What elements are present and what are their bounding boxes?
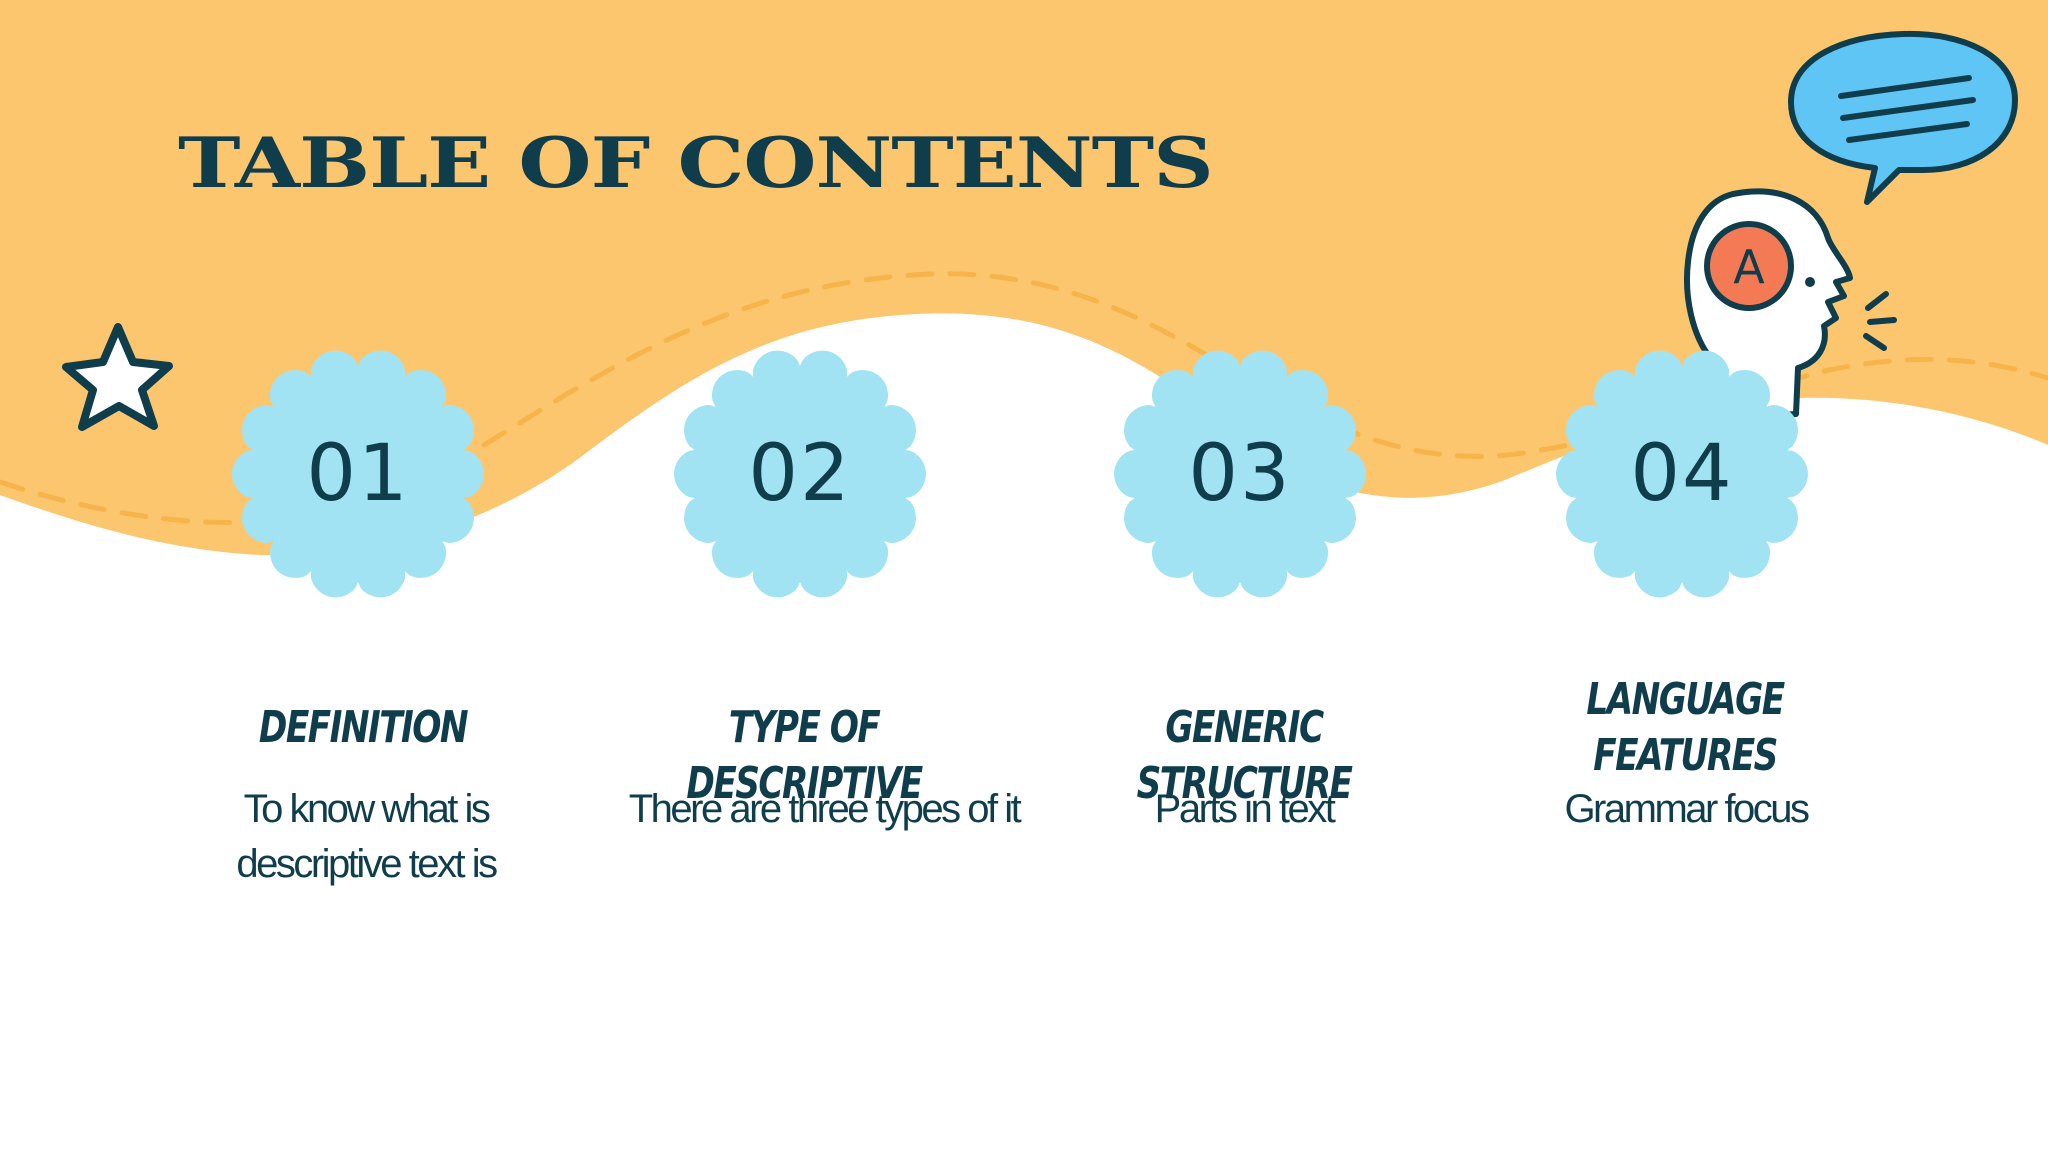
speaking-head-icon: A bbox=[1684, 188, 1897, 421]
item-description-01: To know what is descriptive text is bbox=[236, 787, 498, 886]
orange-wave-shape bbox=[0, 0, 2048, 556]
item-title-04: LANGUAGE FEATURES bbox=[1586, 674, 1785, 781]
badge-03: 03 bbox=[1104, 338, 1376, 610]
badge-02: 02 bbox=[664, 338, 936, 610]
badge-shape bbox=[1556, 350, 1808, 598]
badge-shape bbox=[232, 350, 484, 598]
speech-bubble-icon bbox=[1788, 30, 2018, 205]
item-title-02: TYPE OF DESCRIPTIVE bbox=[686, 702, 923, 809]
badge-shape bbox=[1114, 350, 1366, 598]
head-letter: A bbox=[1733, 240, 1765, 294]
page-title: TABLE OF CONTENTS bbox=[178, 122, 1214, 204]
item-title-03: GENERIC STRUCTURE bbox=[1136, 702, 1353, 809]
badge-shape bbox=[674, 350, 926, 598]
badge-01: 01 bbox=[222, 338, 494, 610]
item-title-01: DEFINITION bbox=[258, 702, 469, 753]
badge-number: 01 bbox=[306, 429, 410, 519]
item-description-02: There are three types of it bbox=[628, 787, 1022, 831]
badge-number: 04 bbox=[1630, 429, 1734, 519]
star-icon bbox=[62, 323, 173, 431]
item-description-04: Grammar focus bbox=[1564, 787, 1810, 831]
item-description-03: Parts in text bbox=[1154, 787, 1336, 831]
badge-number: 03 bbox=[1188, 429, 1292, 519]
badge-number: 02 bbox=[748, 429, 852, 519]
badge-04: 04 bbox=[1546, 338, 1818, 610]
